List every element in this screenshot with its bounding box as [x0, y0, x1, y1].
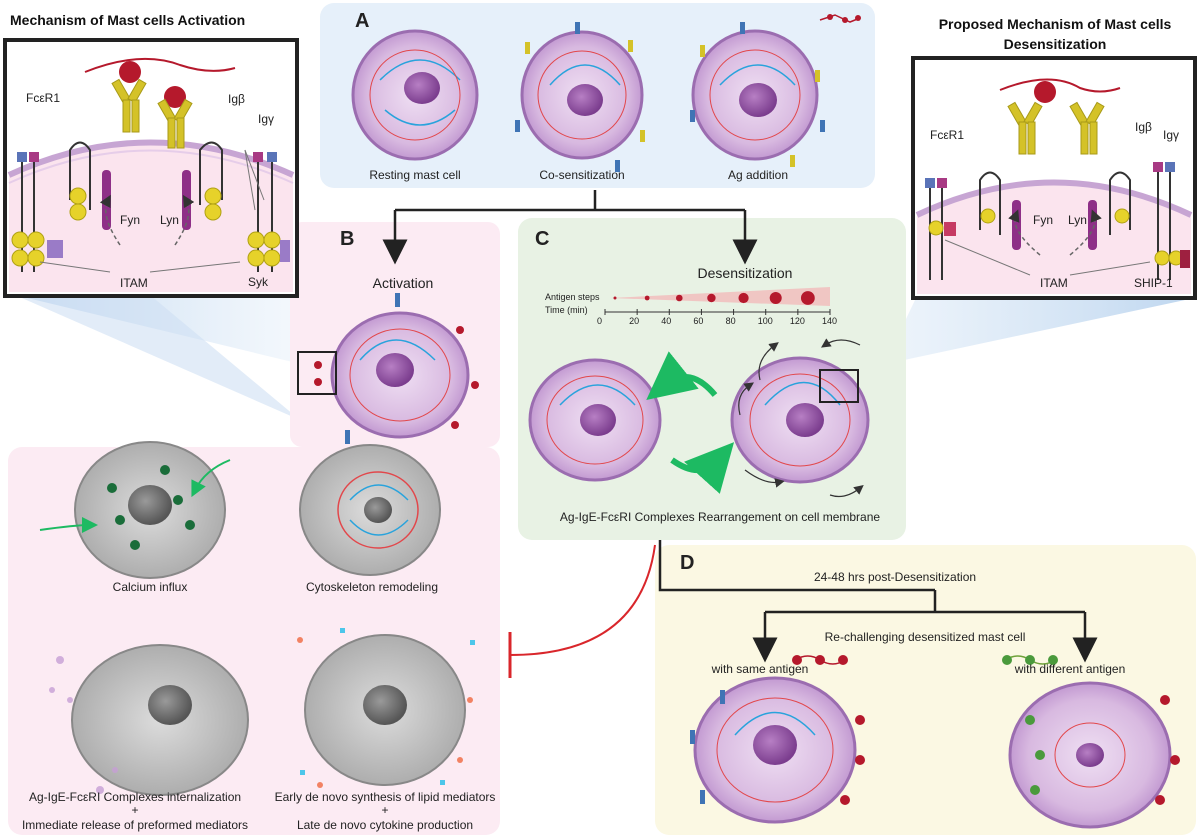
left-zoom-beam	[15, 295, 305, 425]
left-label-syk: Syk	[248, 275, 269, 289]
panel-d-arrows	[658, 540, 1098, 663]
left-label-itam: ITAM	[120, 276, 148, 290]
cell-resting	[351, 29, 479, 161]
panel-d-title: 24-48 hrs post-Desensitization	[813, 570, 977, 584]
panel-a-letter: A	[355, 10, 370, 32]
caption-calcium: Calcium influx	[112, 580, 188, 594]
right-inset-title-line1: Proposed Mechanism of Mast cells	[938, 16, 1172, 32]
caption-cytoskeleton: Cytoskeleton remodeling	[305, 580, 439, 594]
caption-resting: Resting mast cell	[369, 168, 461, 182]
green-cycle-arrows	[646, 351, 735, 494]
same-antigen-icon	[792, 655, 848, 665]
panel-c-title: Desensitization	[697, 265, 793, 281]
left-label-fcer1: FcεR1	[26, 91, 61, 105]
cell-desensitization-left	[528, 358, 662, 482]
cell-desensitization-right	[730, 356, 870, 484]
caption-cytokine: Late de novo cytokine production	[296, 818, 474, 832]
right-inset-title-line2: Desensitization	[1003, 36, 1107, 52]
right-label-ship1: SHIP-1	[1134, 276, 1173, 290]
panel-b-letter: B	[340, 228, 355, 250]
cell-activation	[297, 293, 479, 444]
branch-arrows-a	[382, 190, 758, 265]
left-label-lyn: Lyn	[160, 213, 179, 227]
different-antigen-icon	[1002, 655, 1058, 665]
right-label-igg: Igγ	[1163, 128, 1180, 142]
left-inset-diagram	[3, 38, 299, 298]
left-label-fyn: Fyn	[120, 213, 141, 227]
left-zoom-beam-lower	[15, 295, 300, 420]
time-tick-label: 80	[725, 316, 736, 326]
caption-preformed-mediators: Immediate release of preformed mediators	[21, 818, 249, 832]
right-zoom-beam	[820, 300, 1185, 395]
antigen-step-dot	[613, 296, 617, 300]
inhibition-line	[508, 544, 656, 678]
cell-degranulation	[49, 644, 249, 796]
caption-ag-addition: Ag addition	[727, 168, 789, 182]
caption-lipid-plus: +	[381, 803, 389, 817]
cell-lipid-cytokine	[297, 628, 475, 788]
antigen-step-dot	[675, 294, 683, 302]
caption-lipid-mediators: Early de novo synthesis of lipid mediato…	[274, 790, 496, 804]
panel-c-letter: C	[535, 228, 550, 250]
antigen-steps-label: Antigen steps	[545, 292, 600, 302]
left-inset-title: Mechanism of Mast cells Activation	[10, 12, 246, 28]
time-tick-label: 20	[629, 316, 640, 326]
right-label-fcer1: FcεR1	[930, 128, 965, 142]
panel-b-title: Activation	[372, 275, 434, 291]
time-tick-label: 60	[693, 316, 704, 326]
right-label-igb: Igβ	[1135, 120, 1152, 134]
time-tick-label: 140	[822, 316, 838, 326]
cell-co-sensitization	[515, 22, 645, 172]
caption-internalization: Ag-IgE-FcεRI Complexes internalization	[28, 790, 242, 804]
right-inset-diagram	[911, 56, 1197, 300]
cell-different-antigen	[1008, 681, 1180, 829]
caption-internalization-plus: +	[131, 803, 139, 817]
time-tick-label: 40	[661, 316, 672, 326]
panel-d-subtitle: Re-challenging desensitized mast cell	[824, 630, 1026, 644]
antigen-step-dot	[644, 295, 650, 301]
antigen-step-dot	[707, 293, 716, 303]
time-tick-label: 120	[789, 316, 805, 326]
right-label-fyn: Fyn	[1033, 213, 1054, 227]
antigen-step-dot	[769, 292, 782, 304]
time-tick-label: 100	[757, 316, 773, 326]
cell-ag-addition	[690, 14, 861, 167]
panel-d-letter: D	[680, 552, 695, 574]
cell-cytoskeleton-remodeling	[299, 444, 441, 576]
panel-c-caption: Ag-IgE-FcεRI Complexes Rearrangement on …	[559, 510, 881, 524]
caption-co-sensitization: Co-sensitization	[539, 168, 625, 182]
cell-same-antigen	[690, 676, 865, 824]
right-label-lyn: Lyn	[1068, 213, 1087, 227]
label-different-antigen: with different antigen	[1014, 662, 1126, 676]
left-label-igg: Igγ	[258, 112, 275, 126]
time-label: Time (min)	[545, 305, 588, 315]
timeline	[604, 287, 831, 315]
rearrangement-arrows	[738, 338, 864, 498]
antigen-step-dot	[800, 291, 815, 305]
left-label-igb: Igβ	[228, 92, 245, 106]
label-same-antigen: with same antigen	[711, 662, 809, 676]
time-tick-label: 0	[597, 316, 603, 326]
antigen-step-dot	[738, 292, 749, 304]
cell-calcium-influx	[39, 441, 231, 579]
right-label-itam: ITAM	[1040, 276, 1068, 290]
